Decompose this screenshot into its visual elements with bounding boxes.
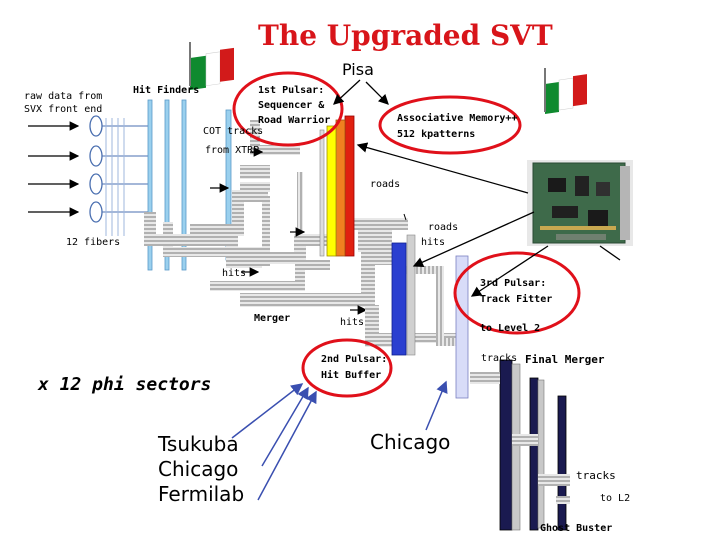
final-merger-label: Final Merger [525, 353, 605, 366]
diagram-title: The Upgraded SVT [258, 19, 553, 52]
ribbon-to-hitbuffer [358, 222, 456, 347]
to-l2-label: to L2 [600, 493, 631, 504]
pulsar1-boards [319, 115, 355, 257]
pulsar3-label-1: 3rd Pulsar: [480, 278, 547, 289]
ribbon-cables-left [144, 120, 408, 307]
cot-label-1: COT tracks [203, 126, 264, 137]
italian-flag-left [189, 42, 234, 90]
pulsar2-label-2: Hit Buffer [321, 370, 382, 381]
merger-label: Merger [254, 313, 291, 324]
roads-hits-label-1: roads [428, 222, 459, 233]
pulsar1-label-3: Road Warrior [258, 115, 331, 126]
am-label-1: Associative Memory++ [397, 113, 518, 124]
hits-label-2: hits [340, 317, 365, 328]
hit-buffer-backplane [406, 234, 416, 356]
raw-data-label-2: SVX front end [24, 104, 103, 115]
roads-label: roads [370, 179, 401, 190]
pulsar3-label-2: Track Fitter [480, 294, 553, 305]
pcb-board-image [527, 160, 633, 246]
pulsar1-label-2: Sequencer & [258, 100, 325, 111]
hit-arrows [210, 147, 368, 315]
fibers-label: 12 fibers [66, 237, 121, 248]
owner-fermilab: Fermilab [158, 482, 245, 506]
pulsar1-label-1: 1st Pulsar: [258, 85, 325, 96]
owner-tsukuba: Tsukuba [158, 432, 239, 456]
italian-flag-right [544, 68, 587, 114]
raw-data-label-1: raw data from [24, 91, 103, 102]
highlight-circles [232, 71, 581, 398]
ghost-buster-label: Ghost Buster [540, 523, 613, 534]
final-merger-boards [470, 359, 570, 531]
am-label-2: 512 kpatterns [397, 129, 476, 140]
owner-chicago-2: Chicago [158, 457, 239, 481]
connector-arrows [333, 79, 621, 297]
roads-hits-label-2: hits [421, 237, 446, 248]
owner-list: Tsukuba Chicago Fermilab [158, 432, 244, 507]
hit-buffer-board [391, 242, 407, 356]
fiber-inputs [28, 115, 148, 236]
pulsar2-label-1: 2nd Pulsar: [321, 354, 388, 365]
track-fitter-board [455, 255, 469, 399]
tracks-label-2: tracks [576, 469, 616, 482]
to-level2-label: to Level 2 [480, 323, 541, 334]
hits-label-1: hits [222, 268, 247, 279]
blue-arrows [231, 380, 448, 501]
owner-chicago: Chicago [370, 430, 451, 454]
owner-pisa: Pisa [342, 60, 374, 79]
phi-sectors-label: x 12 phi sectors [38, 374, 212, 395]
tracks-label-1: tracks [481, 353, 518, 364]
cot-label-2: from XTRP [205, 145, 260, 156]
hit-finders-label: Hit Finders [133, 85, 200, 96]
